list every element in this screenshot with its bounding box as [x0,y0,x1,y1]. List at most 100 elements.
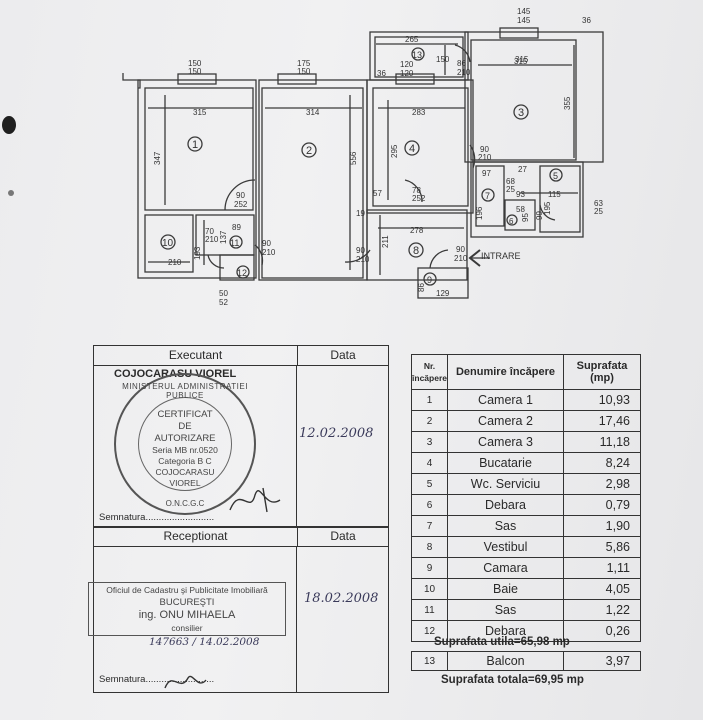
dimension-label: 347 [153,151,162,165]
room-number: 1 [192,139,198,151]
row-name: Bucatarie [447,452,564,474]
row-area: 0,26 [563,620,641,642]
room-number: 3 [518,107,524,119]
dimension-label: 93 [516,190,525,199]
column-header: Suprafata (mp) [563,354,641,390]
dimension-label: 210 [356,255,370,264]
row-name: Vestibul [447,536,564,558]
executant-date: 12.02.2008 [299,426,374,441]
dimension-label: 27 [518,165,527,174]
executant-signature [229,487,281,513]
entrance-label: INTRARE [481,251,521,261]
row-name: Debara [447,620,564,642]
stamp-line: BUCUREŞTI [159,597,215,608]
executant-header: Executant [94,346,298,365]
stamp-ring-text: MINISTERUL ADMINISTRATIEI PUBLICE [122,382,248,400]
dimension-label: 90 [356,246,365,255]
row-area: 11,18 [563,431,641,453]
dimension-label: 210 [478,153,492,162]
dimension-label: 195 [543,201,552,215]
row-area: 17,46 [563,410,641,432]
stamp-line: VIOREL [169,478,201,488]
signature-block: Executant Data Receptionat Data COJOCARA… [93,345,389,693]
receptionat-date: 18.02.2008 [304,591,379,606]
row-number: 4 [411,452,448,474]
dimension-label: 355 [563,96,572,110]
dimension-label: 252 [234,200,248,209]
dimension-label: 97 [482,169,491,178]
registration-number: 147663 / 14.02.2008 [149,636,260,648]
dimension-label: 315 [514,57,528,66]
floor-plan: 1 2 3 4 5 6 7 8 9 10 11 12 13 145 145 36… [122,7,604,307]
dimension-label: 57 [373,189,382,198]
receptionat-signature [164,675,207,689]
row-name: Debara [447,494,564,516]
row-name: Camera 2 [447,410,564,432]
dimension-label: 90 [480,145,489,154]
dimension-label: 19 [356,209,365,218]
dimension-label: 86 [457,59,466,68]
dimension-label: 129 [436,289,450,298]
dimension-label: 196 [475,206,484,220]
room-number: 6 [509,217,514,226]
dimension-label: 70 [205,227,214,236]
stamp-line: AUTORIZARE [154,433,216,444]
dimension-label: 90 [456,245,465,254]
dimension-label: 145 [517,7,531,16]
stamp-line: O.N.C.G.C [165,499,205,508]
row-number: 10 [411,578,448,600]
room-number: 10 [162,238,174,249]
column-header: Nr. încăpere [411,354,448,390]
executant-signature-label: Semnatura.......................... [99,512,215,523]
row-number: 8 [411,536,448,558]
executant-date-header: Data [330,348,356,362]
punch-hole [2,116,16,134]
row-name: Camera 1 [447,389,564,411]
room-number: 4 [409,143,415,155]
dimension-label: 556 [349,151,358,165]
dimension-label: 150 [436,55,450,64]
dimension-label: 210 [168,258,182,267]
stamp-line: CERTIFICAT [157,409,213,420]
dimension-label: 36 [377,69,386,78]
dimension-label: 145 [517,16,531,25]
row-number: 13 [411,651,448,671]
dimension-label: 68 [506,177,515,186]
dimension-label: 86 [417,283,426,292]
row-name: Camara [447,557,564,579]
dimension-label: 89 [232,223,241,232]
room-number: 11 [230,238,239,248]
row-area: 1,11 [563,557,641,579]
row-name: Baie [447,578,564,600]
row-area: 5,86 [563,536,641,558]
room-number: 9 [427,275,432,285]
stamp-line: consilier [171,623,203,633]
stamp-line: Categoria B C [158,456,212,466]
column-divider [296,366,297,526]
dimension-label: 150 [188,59,202,68]
row-area: 1,90 [563,515,641,537]
table-row: 13 Balcon 3,97 [411,651,641,671]
column-divider [296,547,297,692]
row-area: 4,05 [563,578,641,600]
dimension-label: 211 [381,235,390,248]
executant-header-row: Executant Data [94,346,388,366]
dimension-label: 63 [594,199,603,208]
room-number: 13 [412,50,422,60]
dimension-label: 150 [188,67,202,76]
row-number: 1 [411,389,448,411]
dimension-label: 210 [262,248,276,257]
receptionat-header: Receptionat [94,527,298,546]
dimension-label: 283 [412,108,426,117]
row-number: 2 [411,410,448,432]
stamp-line: COJOCARASU [155,467,215,477]
dimension-label: 120 [400,60,414,69]
